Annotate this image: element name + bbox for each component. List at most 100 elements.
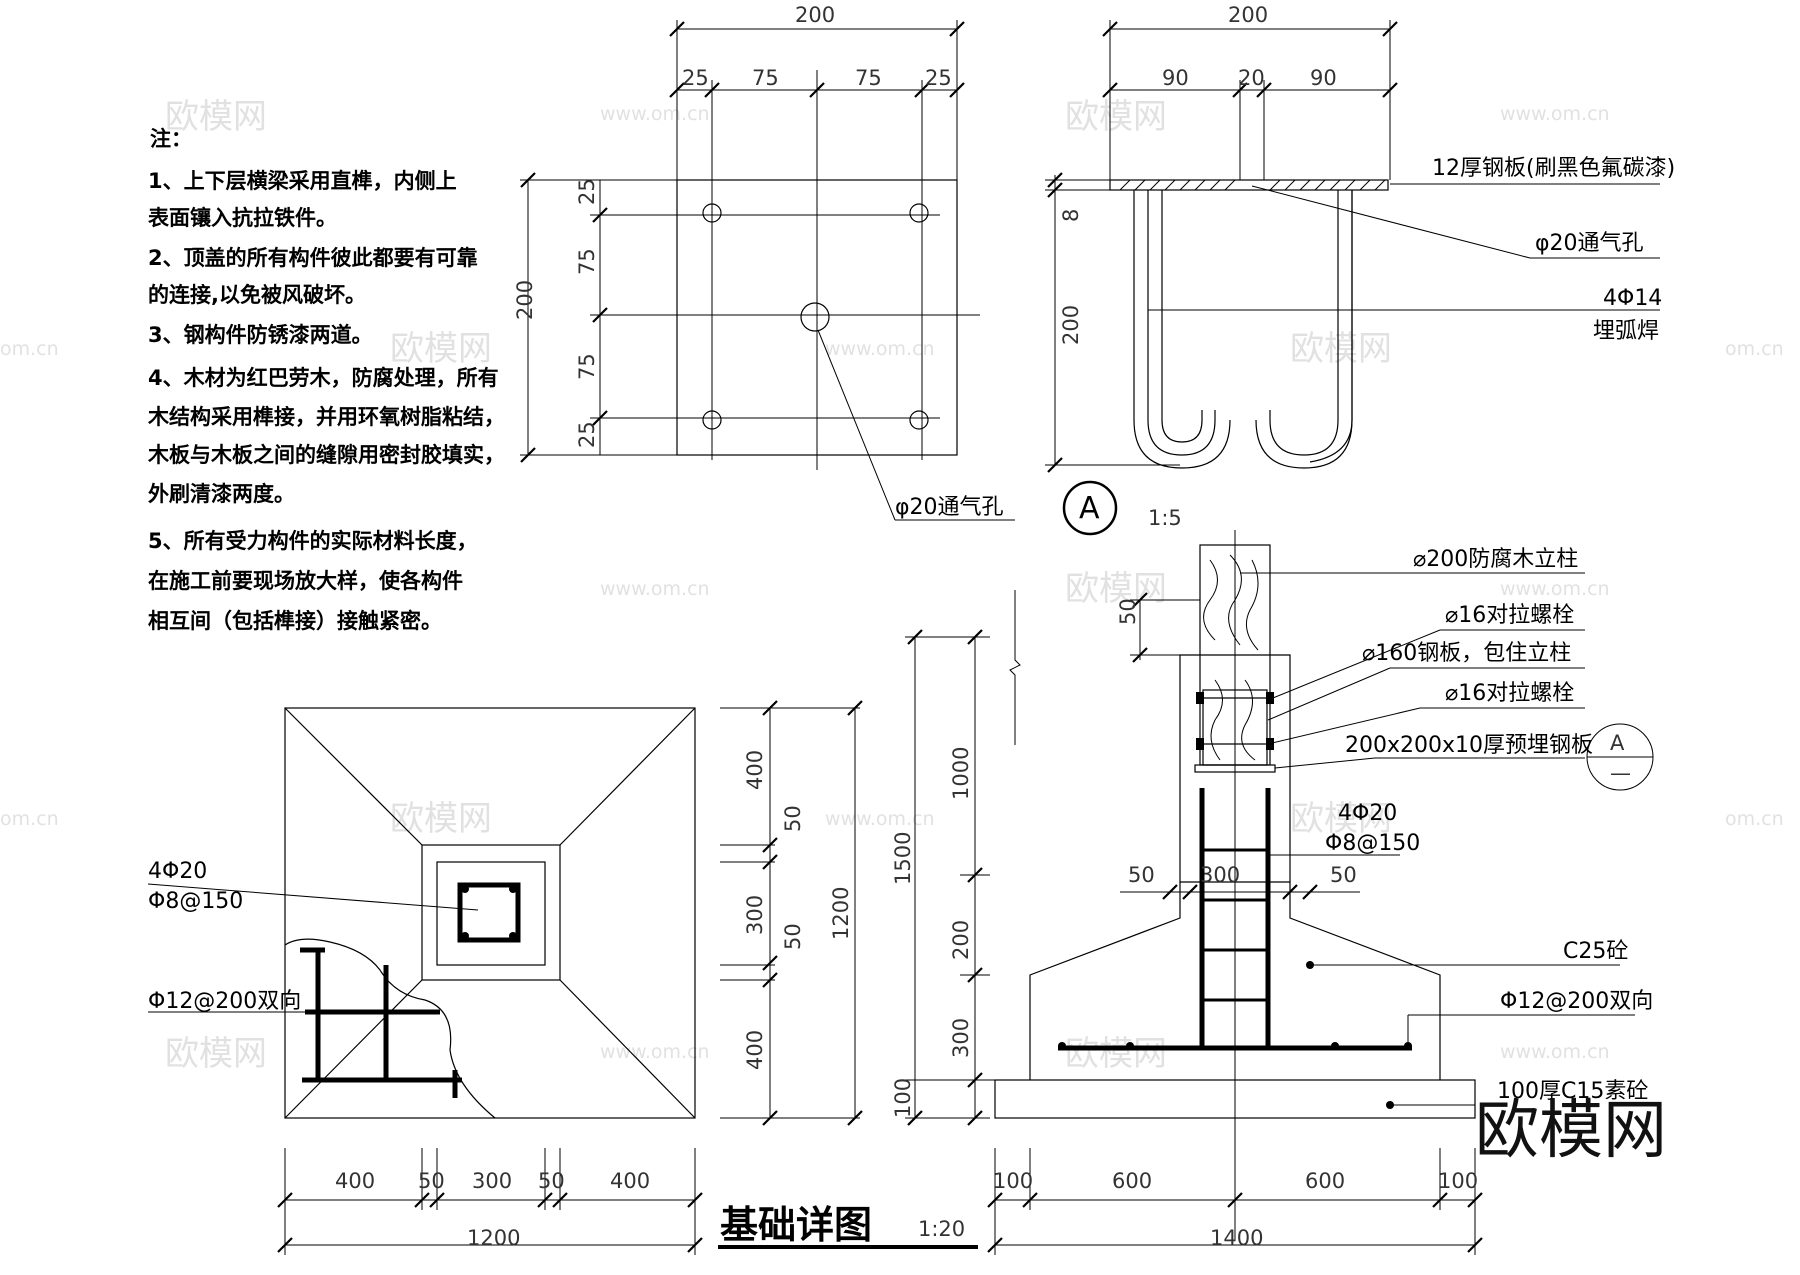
plan-label-mesh: Φ12@200双向 [148, 989, 301, 1014]
plan-dim-top: 25 [682, 66, 709, 90]
plan-dim-bottom: 400 [335, 1169, 375, 1193]
footing-outline [284, 707, 696, 1119]
note-line: 外刷清漆两度。 [148, 482, 295, 506]
plan-dim-bottom-total: 1200 [467, 1226, 520, 1250]
note-line: 在施工前要现场放大样，使各构件 [148, 569, 463, 593]
watermark-url: om.cn [1725, 338, 1784, 360]
section-dim-top: 20 [1238, 66, 1265, 90]
plan-dim-right: 50 [781, 805, 805, 832]
plan-dim-right: 400 [743, 750, 767, 790]
bolt-hole [909, 410, 929, 430]
section-dim-bottom: 100 [1438, 1169, 1478, 1193]
label-anchor-bars: 4Φ14 [1603, 286, 1662, 311]
label-steel-sleeve: ⌀160钢板，包住立柱 [1362, 641, 1571, 666]
section-dim-bottom: 600 [1305, 1169, 1345, 1193]
label-vent-hole: φ20通气孔 [1535, 231, 1644, 256]
watermark-brand: 欧模网 [390, 799, 492, 839]
callout-letter: A [1079, 491, 1100, 526]
plan-dim-left: 75 [575, 248, 599, 275]
note-line: 表面镶入抗拉铁件。 [148, 206, 337, 230]
section-dim-top: 90 [1162, 66, 1189, 90]
mesh-rebar [300, 947, 462, 1098]
callout-circle-a [1062, 480, 1118, 536]
bolt-hole [702, 203, 722, 223]
plan-dim-left: 25 [575, 421, 599, 448]
label-embedded-plate: 200x200x10厚预埋钢板 [1345, 733, 1593, 758]
steel-plate-outline [676, 179, 958, 456]
watermark-url: om.cn [1725, 808, 1784, 830]
plan-dim-total-top: 200 [795, 3, 835, 27]
watermark-url: www.om.cn [600, 103, 710, 125]
watermark-url: www.om.cn [1500, 1041, 1610, 1063]
plan-dim-left: 25 [575, 178, 599, 205]
notes-heading: 注： [150, 127, 192, 151]
plan-label-stirrup: Φ8@150 [148, 889, 243, 914]
section-dim-left: 8 [1059, 209, 1083, 222]
section-scale: 1:5 [1148, 506, 1182, 530]
section-dim-mid: 50 [1330, 863, 1357, 887]
plan-dim-left: 75 [575, 353, 599, 380]
note-line: 4、木材为红巴劳木，防腐处理，所有 [148, 366, 499, 390]
plan-dim-bottom: 300 [472, 1169, 512, 1193]
pedestal-inner [436, 861, 546, 966]
note-line: 3、钢构件防锈漆两道。 [148, 323, 373, 347]
watermark-brand: 欧模网 [1290, 329, 1392, 369]
watermark-url: www.om.cn [825, 808, 935, 830]
vent-hole [800, 302, 830, 332]
plan-dim-right: 400 [743, 1030, 767, 1070]
plate-section: 200 90 20 90 [1045, 3, 1675, 536]
watermark-url: www.om.cn [1500, 103, 1610, 125]
label-weld: 埋弧焊 [1593, 319, 1659, 344]
bolt-hole [909, 203, 929, 223]
label-bolt-2: ⌀16对拉螺栓 [1445, 681, 1574, 706]
plan-label-rebar: 4Φ20 [148, 859, 207, 884]
label-blinding: 100厚C15素砼 [1497, 1079, 1648, 1104]
section-dim-left: 200 [949, 920, 973, 960]
label-steel-plate: 12厚钢板(刷黑色氟碳漆) [1432, 156, 1675, 181]
watermark-brand: 欧模网 [1065, 97, 1167, 137]
notes-block: 注： 1、上下层横梁采用直榫，内侧上 表面镶入抗拉铁件。 2、顶盖的所有构件彼此… [147, 127, 505, 633]
label-bolt-1: ⌀16对拉螺栓 [1445, 603, 1574, 628]
watermark-brand: 欧模网 [1065, 1034, 1167, 1074]
note-line: 相互间（包括榫接）接触紧密。 [148, 609, 442, 633]
section-dim-bottom-total: 1400 [1210, 1226, 1263, 1250]
footing-section: ⌀200防腐木立柱 ⌀16对拉螺栓 ⌀160钢板，包住立柱 ⌀16对拉螺栓 20… [891, 530, 1654, 1255]
note-line: 2、顶盖的所有构件彼此都要有可靠 [148, 246, 478, 270]
label-mesh: Φ12@200双向 [1500, 989, 1653, 1014]
note-line: 1、上下层横梁采用直榫，内侧上 [148, 169, 457, 193]
title-text: 基础详图 [720, 1203, 872, 1247]
plan-dim-right-total: 1200 [829, 887, 853, 940]
watermark-url: www.om.cn [600, 1041, 710, 1063]
anchor-hook-left-outer [1133, 190, 1231, 469]
drawing-title: 基础详图 1:20 [718, 1203, 978, 1249]
label-timber-column: ⌀200防腐木立柱 [1413, 547, 1578, 572]
watermark-brand: 欧模网 [165, 97, 267, 137]
section-dim-left: 300 [949, 1018, 973, 1058]
plan-dim-top: 75 [752, 66, 779, 90]
section-dim-bottom: 100 [993, 1169, 1033, 1193]
anchor-hook-right [1269, 190, 1353, 463]
note-line: 木板与木板之间的缝隙用密封胶填实， [147, 443, 505, 467]
section-dim-total-top: 200 [1228, 3, 1268, 27]
callout-ref-top: A [1610, 731, 1625, 755]
section-dim-bottom: 600 [1112, 1169, 1152, 1193]
wood-grain [1203, 554, 1259, 761]
section-dim-left: 1000 [949, 747, 973, 800]
plate-plan: 200 25 75 75 25 200 [513, 3, 1015, 521]
plan-label-vent-hole: φ20通气孔 [895, 495, 1004, 520]
note-line: 木结构采用榫接，并用环氧树脂粘结， [147, 405, 505, 429]
plan-dim-right: 50 [781, 923, 805, 950]
watermark-brand: 欧模网 [1290, 799, 1392, 839]
section-dim-left-outer: 1500 [891, 832, 915, 885]
watermark-url: om.cn [0, 808, 59, 830]
note-line: 5、所有受力构件的实际材料长度， [148, 529, 478, 553]
section-dim-top: 90 [1310, 66, 1337, 90]
bolt-hole [702, 410, 722, 430]
pedestal-outline [421, 844, 561, 981]
label-rebar-20: 4Φ20 [1338, 801, 1397, 826]
plan-dim-right: 300 [743, 895, 767, 935]
section-dim-top: 50 [1116, 598, 1140, 625]
plan-dim-top: 25 [925, 66, 952, 90]
watermark-brand: 欧模网 [390, 329, 492, 369]
